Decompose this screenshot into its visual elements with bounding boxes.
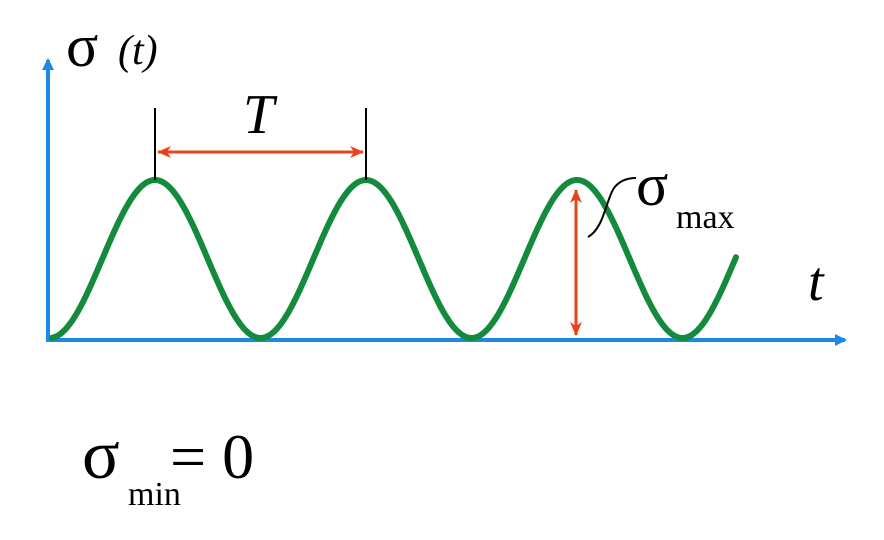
y-axis-label-arg: (t) [118, 28, 158, 74]
min-formula-rest: = 0 [170, 421, 254, 492]
max-label-sub: max [676, 199, 735, 236]
period-label: T [243, 84, 278, 146]
min-formula-sub: min [128, 476, 181, 513]
max-label-symbol: σ [636, 152, 668, 218]
max-leader-line [587, 177, 637, 238]
min-formula-symbol: σ [82, 417, 120, 494]
x-axis-label: t [808, 251, 825, 313]
stress-curve [49, 177, 739, 341]
y-axis-label-symbol: σ [66, 13, 98, 79]
